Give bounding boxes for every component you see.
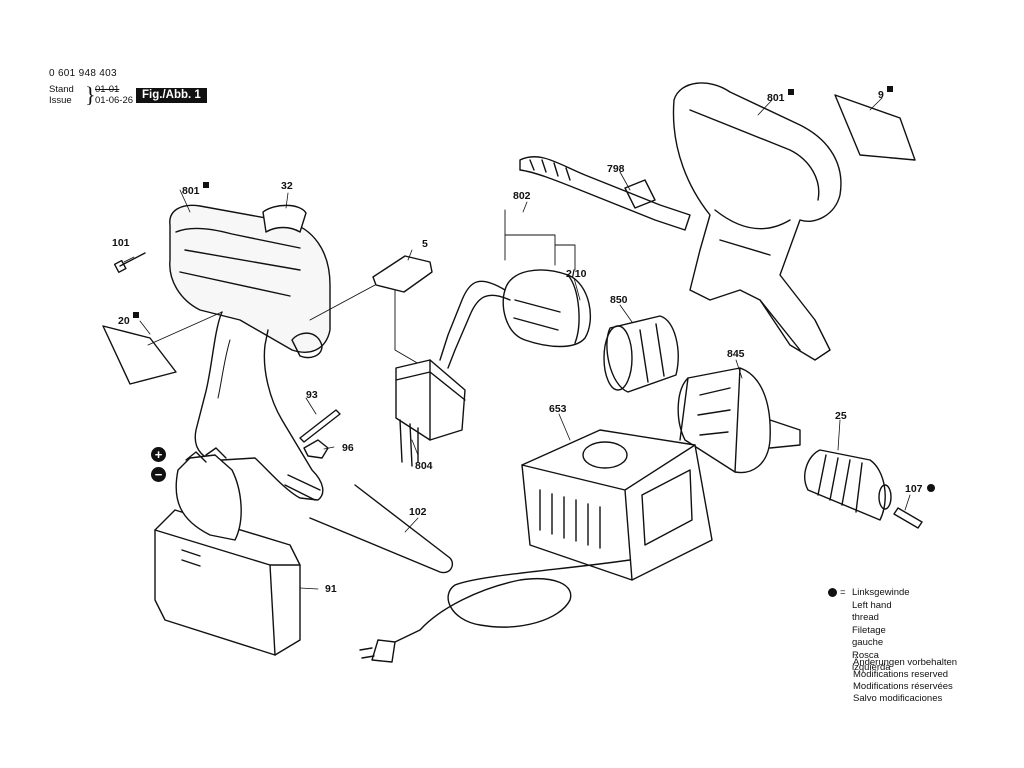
callout-96: 96 [342, 442, 354, 454]
bit-93-shape [299, 409, 341, 443]
legend-line-fr: Filetage gauche [852, 624, 886, 649]
minus-terminal-icon: − [151, 467, 166, 482]
modifications-notice: Änderungen vorbehalten Modifications res… [853, 657, 957, 705]
left-hand-thread-dot-icon [828, 588, 837, 597]
modifications-line-es: Salvo modificaciones [853, 693, 943, 704]
callout-label: 804 [415, 460, 433, 472]
callout-label: 96 [342, 442, 354, 454]
legend-lines: Linksgewinde Left hand thread Filetage g… [852, 587, 910, 675]
callout-label: 25 [835, 410, 847, 422]
callout-2-10: 2/10 [566, 268, 586, 280]
callout-label: 93 [306, 389, 318, 401]
strap-798-shape [519, 156, 691, 231]
callout-label: 20 [118, 315, 130, 327]
modifications-line-de: Änderungen vorbehalten [853, 657, 958, 668]
switch-5-shape [372, 255, 433, 293]
cover-shape [262, 204, 307, 233]
battery-91-shape [154, 447, 301, 656]
square-marker-icon [202, 182, 209, 188]
callout-802: 802 [513, 190, 531, 202]
modifications-line-en: Modifications reserved [853, 669, 949, 680]
switch-804-shape [395, 359, 466, 467]
stand-label: Stand [49, 84, 74, 95]
callout-label: 802 [513, 190, 531, 202]
callout-107: 107 [905, 483, 935, 495]
plus-terminal-icon: + [151, 447, 166, 462]
callout-101: 101 [112, 237, 130, 249]
stand-issue-block: Stand Issue } 01-01 01-06-26 [49, 84, 133, 107]
callout-label: 2/10 [566, 268, 587, 280]
callout-804: 804 [415, 460, 433, 472]
legend-line-de: Linksgewinde [852, 587, 910, 598]
legend-line-en: Left hand thread [852, 599, 892, 624]
callout-label: 32 [281, 180, 293, 192]
nameplate-20-shape [102, 325, 177, 385]
charger-653-shape [521, 429, 713, 581]
callout-label: 801 [767, 92, 785, 104]
callout-25: 25 [835, 410, 847, 422]
nameplate-9-shape [834, 94, 916, 161]
callout-label: 101 [112, 237, 130, 249]
issue-label: Issue [49, 95, 72, 106]
chuck-25-shape [804, 449, 892, 521]
callout-653: 653 [549, 403, 567, 415]
leader-lines [123, 97, 911, 590]
callout-20: 20 [118, 312, 139, 327]
housing-left-shape [169, 204, 331, 501]
modifications-line-fr: Modifications réservées [853, 681, 953, 692]
callout-label: 102 [409, 506, 427, 518]
callout-801-left: 801 [182, 182, 209, 197]
square-marker-icon [787, 89, 794, 95]
callout-91: 91 [325, 583, 337, 595]
callout-label: 9 [878, 89, 884, 101]
gear-850-shape [603, 315, 679, 393]
callout-798: 798 [607, 163, 625, 175]
legend-equals: = [840, 587, 846, 598]
callout-32: 32 [281, 180, 293, 192]
callout-850: 850 [610, 294, 628, 306]
callout-label: 107 [905, 483, 923, 495]
callout-9: 9 [878, 86, 893, 101]
callout-label: 653 [549, 403, 567, 415]
callout-label: 845 [727, 348, 745, 360]
document-number: 0 601 948 403 [49, 68, 117, 79]
callout-801-right: 801 [767, 89, 794, 104]
housing-right-shape [672, 82, 842, 361]
figure-label: Fig./Abb. 1 [136, 88, 207, 103]
stand-date: 01-01 [95, 84, 120, 95]
square-marker-icon [132, 312, 139, 318]
callout-label: 850 [610, 294, 628, 306]
callout-label: 91 [325, 583, 337, 595]
brace-glyph: } [85, 82, 96, 107]
callout-93: 93 [306, 389, 318, 401]
callout-845: 845 [727, 348, 745, 360]
legend-line-es: Rosca izquierda [852, 649, 891, 674]
dates: 01-01 01-06-26 [95, 84, 133, 106]
screw-107-shape [893, 507, 923, 529]
callout-label: 5 [422, 238, 428, 250]
bracket-102-shape [309, 484, 454, 574]
power-cord-shape [359, 559, 631, 663]
callout-5: 5 [422, 238, 428, 250]
screw-101-shape [113, 252, 146, 273]
callout-label: 801 [182, 185, 200, 197]
motor-802-shape [439, 209, 592, 369]
square-marker-icon [886, 86, 893, 92]
gearbox-845-shape [677, 367, 801, 474]
dot-marker-icon [926, 484, 935, 492]
issue-date: 01-06-26 [95, 95, 134, 106]
clip-96-shape [303, 439, 329, 459]
callout-label: 798 [607, 163, 625, 175]
callout-102: 102 [409, 506, 427, 518]
